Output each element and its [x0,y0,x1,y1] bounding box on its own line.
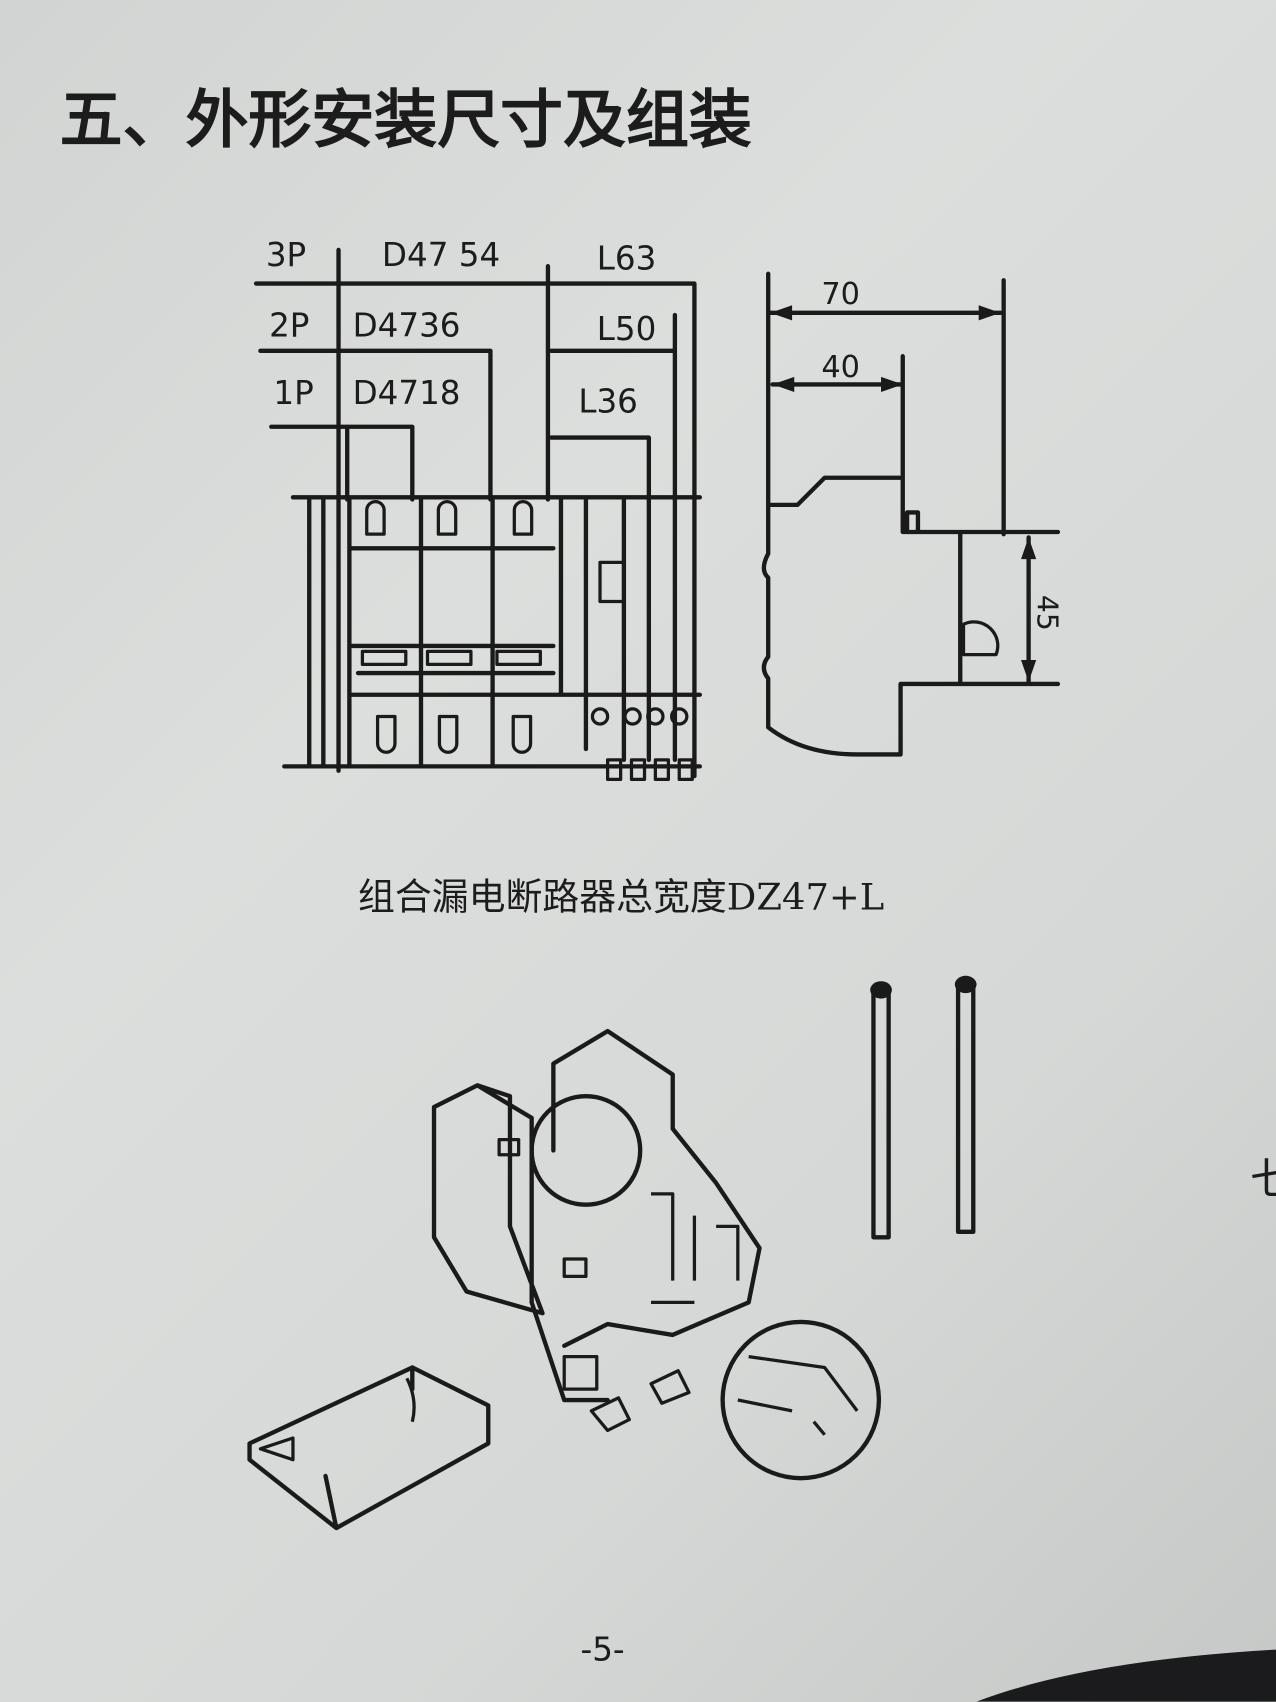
dim-front-width: 40 [821,350,860,385]
row-3p-leakage: L63 [597,239,657,277]
page-number: -5- [580,1630,624,1668]
front-view-diagram: 3P D47 54 L63 2P D4736 L50 1P D4718 L36 [253,236,703,782]
row-1p-leakage: L36 [578,383,638,421]
row-2p-breaker: D4736 [353,307,461,345]
row-2p-leakage: L50 [597,310,657,348]
section-title: 五、外形安装尺寸及组装 [60,83,752,156]
assembly-illustration [247,975,977,1531]
row-1p-poles: 1P [273,374,313,412]
row-3p-breaker: D47 54 [382,236,500,274]
row-1p-breaker: D4718 [353,374,461,412]
dark-corner [976,1649,1276,1702]
dim-height: 45 [1030,595,1063,631]
row-3p-poles: 3P [266,236,306,274]
row-2p-poles: 2P [269,307,309,345]
dim-total-width: 70 [821,277,860,312]
diagram-caption: 组合漏电断路器总宽度DZ47+L [358,876,884,919]
side-view-diagram: 70 40 45 [761,271,1063,757]
next-page-fragment: 七 [1250,1155,1276,1205]
